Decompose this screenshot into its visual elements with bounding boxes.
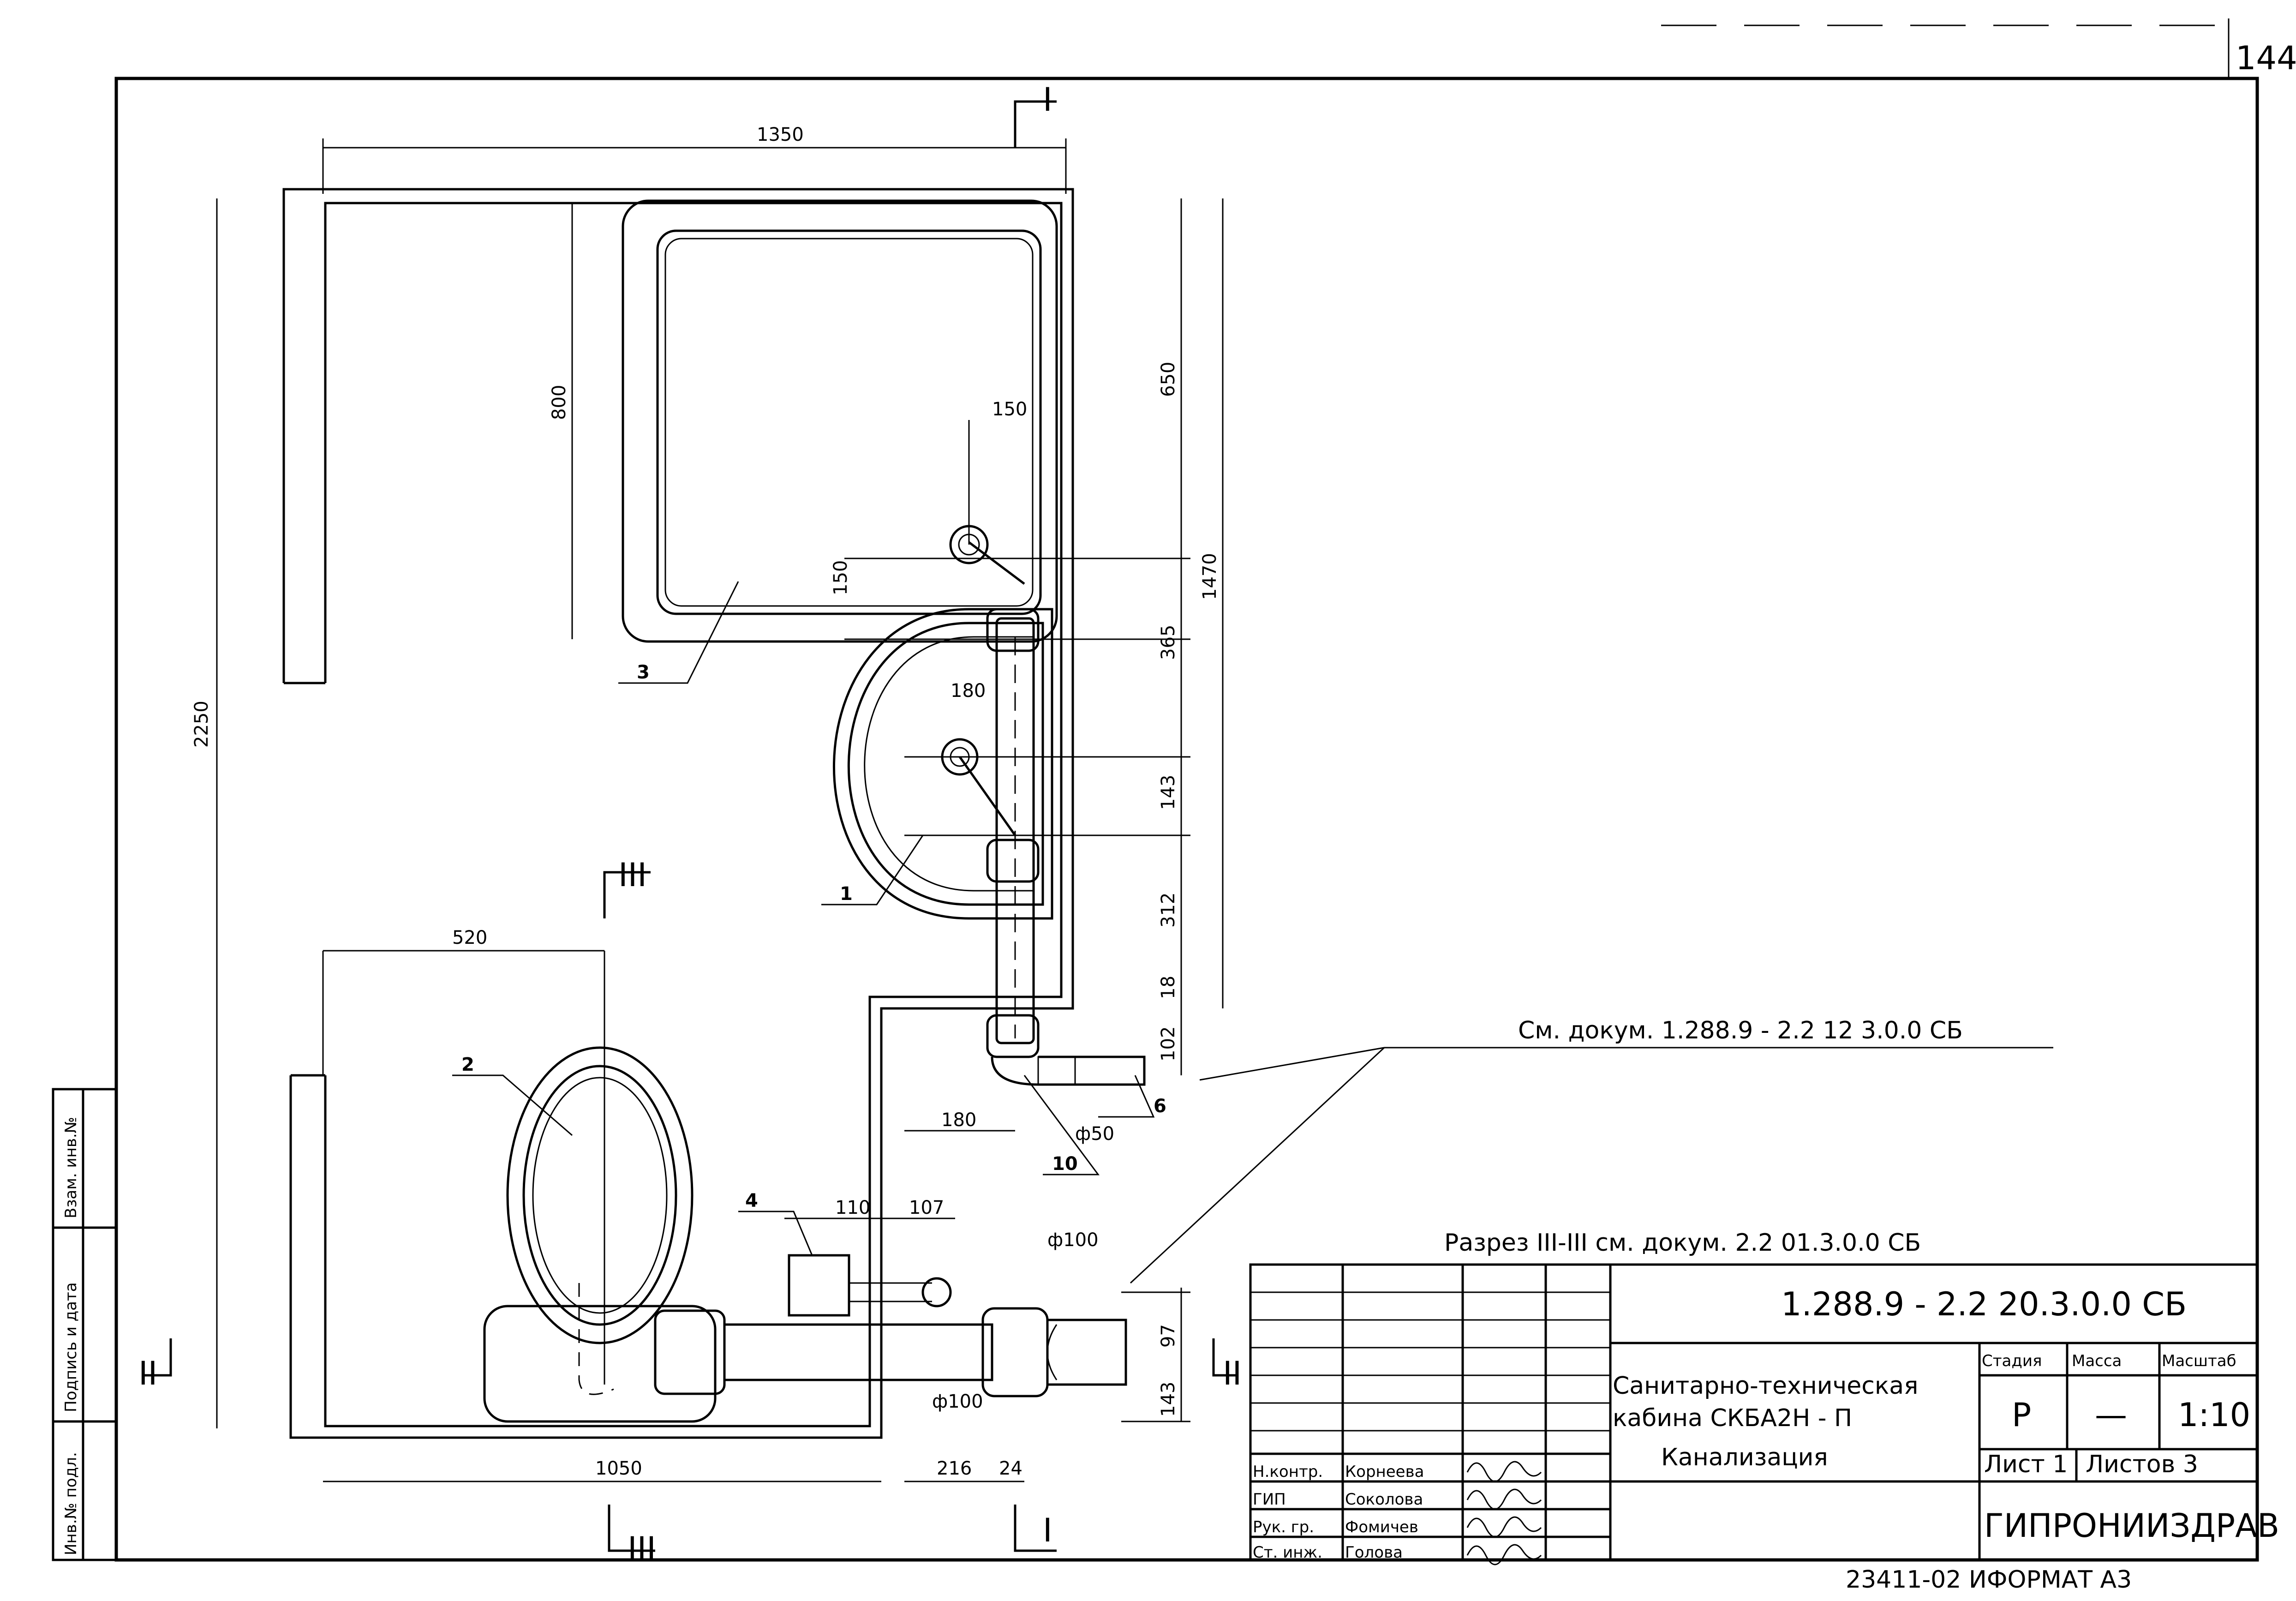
organization: ГИПРОНИИЗДРАВ [1984, 1507, 2279, 1545]
name-3: Голова [1345, 1543, 1403, 1562]
mass-header: Масса [2072, 1352, 2122, 1370]
shower-tray [622, 199, 1058, 643]
dim-phi100-top: ф100 [1047, 1229, 1099, 1251]
name-1: Соколова [1345, 1490, 1423, 1509]
dim-150-side: 150 [830, 560, 851, 595]
notes: См. докум. 1.288.9 - 2.2 12 3.0.0 СБ Раз… [1130, 1017, 2053, 1284]
role-2: Рук. гр. [1253, 1518, 1314, 1536]
dim-102: 102 [1158, 1026, 1179, 1061]
stage-value: Р [2012, 1396, 2031, 1434]
callout-1: 1 [840, 883, 853, 905]
name-2: Фомичев [1345, 1518, 1418, 1536]
bottom-note: 23411-02 ИФОРМАТ А3 [1846, 1566, 2132, 1594]
dim-97: 97 [1158, 1324, 1179, 1348]
dim-520: 520 [452, 927, 487, 948]
dimension-lines [216, 138, 1224, 1482]
callout-2: 2 [461, 1054, 474, 1075]
signature-3 [1466, 1544, 1542, 1565]
section-II-right: II [1223, 1355, 1242, 1392]
stage-header: Стадия [1982, 1352, 2042, 1370]
note-section: Разрез III-III см. докум. 2.2 01.3.0.0 С… [1444, 1229, 1921, 1257]
signature-2 [1466, 1516, 1542, 1538]
callout-3: 3 [637, 662, 650, 683]
role-0: Н.контр. [1253, 1463, 1323, 1481]
dim-1470: 1470 [1199, 553, 1220, 600]
scale-header: Масштаб [2162, 1352, 2236, 1370]
corner-number: 144 [2236, 39, 2296, 77]
sheets-label: Листов 3 [2086, 1451, 2198, 1478]
section-I-bottom: I [1043, 1511, 1052, 1549]
name-0: Корнеева [1345, 1463, 1424, 1481]
role-3: Ст. инж. [1253, 1543, 1322, 1562]
side-stamp-signature: Подпись и дата [62, 1282, 80, 1412]
dimension-labels: 1350 2250 800 650 1470 150 150 365 180 1… [191, 124, 1220, 1479]
drain-pipe [654, 1254, 1127, 1397]
washbasin [833, 608, 1053, 920]
dim-650: 650 [1158, 362, 1179, 397]
section-markers: I I III III II II [138, 81, 1242, 1568]
dim-180-pipe: 180 [941, 1109, 976, 1131]
dim-143-low: 143 [1158, 1382, 1179, 1417]
sheet-label: Лист 1 [1984, 1451, 2068, 1478]
section-III-bottom: III [628, 1530, 656, 1568]
dim-110: 110 [835, 1197, 870, 1218]
dim-1350: 1350 [757, 124, 804, 145]
role-1: ГИП [1253, 1490, 1286, 1509]
dim-365: 365 [1158, 625, 1179, 660]
dim-18: 18 [1158, 976, 1179, 999]
toilet [483, 1046, 717, 1423]
title-line-3: Канализация [1661, 1444, 1828, 1471]
signature-1 [1466, 1488, 1542, 1510]
side-stamp: Инв.№ подл. Подпись и дата Взам. инв.№ [52, 1088, 118, 1561]
dim-phi50: ф50 [1075, 1123, 1114, 1145]
dim-216: 216 [937, 1458, 972, 1479]
section-II-left: II [138, 1355, 157, 1392]
side-stamp-inv: Инв.№ подл. [62, 1452, 80, 1555]
signature-0 [1466, 1461, 1542, 1482]
dim-312: 312 [1158, 893, 1179, 928]
mass-value: — [2095, 1396, 2127, 1434]
dim-phi100-low: ф100 [932, 1391, 983, 1412]
title-line-1: Санитарно-техническая [1613, 1372, 1918, 1400]
callouts: 3 1 2 4 6 10 [452, 581, 1166, 1256]
dim-180-sink: 180 [951, 680, 986, 702]
dim-2250: 2250 [191, 701, 212, 748]
cabin-walls [282, 188, 1074, 1439]
sheet-frame [114, 77, 2259, 1562]
title-line-2: кабина СКБА2Н - П [1613, 1404, 1852, 1432]
callout-4: 4 [745, 1190, 758, 1211]
scale-value: 1:10 [2178, 1396, 2250, 1434]
dim-1050: 1050 [595, 1458, 642, 1479]
note-see-document: См. докум. 1.288.9 - 2.2 12 3.0.0 СБ [1518, 1017, 1963, 1044]
section-III-top: III [618, 856, 647, 894]
dim-800: 800 [549, 385, 570, 420]
title-doc-code: 1.288.9 - 2.2 20.3.0.0 СБ [1781, 1285, 2187, 1323]
dim-24: 24 [999, 1458, 1022, 1479]
section-I-top: I [1043, 81, 1052, 119]
side-stamp-replaced: Взам. инв.№ [62, 1117, 80, 1218]
dim-143-sink: 143 [1158, 775, 1179, 810]
dim-150-top: 150 [992, 399, 1027, 420]
title-block: 1.288.9 - 2.2 20.3.0.0 СБ Санитарно-техн… [1249, 1263, 2279, 1565]
callout-10: 10 [1052, 1153, 1078, 1175]
dim-107: 107 [909, 1197, 944, 1218]
callout-6: 6 [1154, 1096, 1166, 1117]
